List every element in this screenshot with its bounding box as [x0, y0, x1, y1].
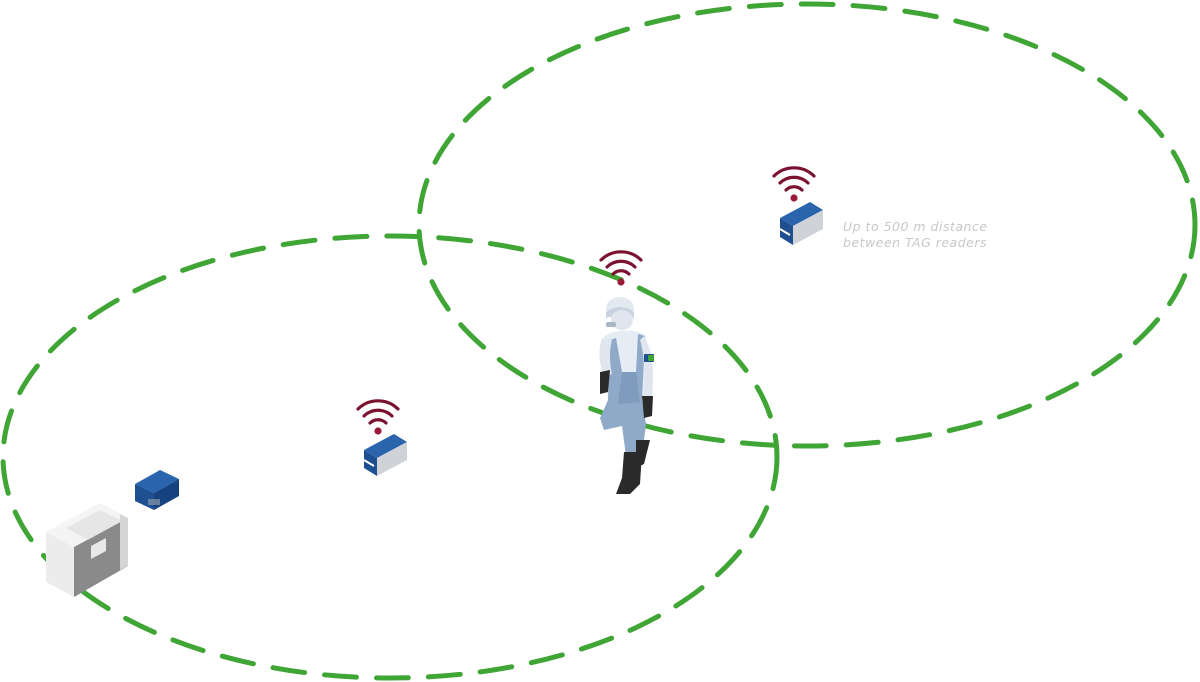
worker-figure-icon [599, 297, 654, 494]
wifi-signal-icon [356, 399, 400, 435]
tag-reader-icon [135, 470, 179, 510]
caption-line-2: between TAG readers [843, 235, 987, 250]
reader-distance-caption: Up to 500 m distance between TAG readers [843, 219, 1043, 251]
tag-reader-icon [363, 434, 407, 476]
gateway-cabinet-icon [46, 503, 128, 597]
wifi-signal-icon [599, 250, 643, 286]
coverage-zone-right [416, 1, 1198, 449]
wifi-signal-icon [772, 166, 816, 202]
tag-reader-icon [779, 202, 823, 245]
caption-line-1: Up to 500 m distance [843, 219, 988, 234]
coverage-zone-left [0, 233, 780, 681]
